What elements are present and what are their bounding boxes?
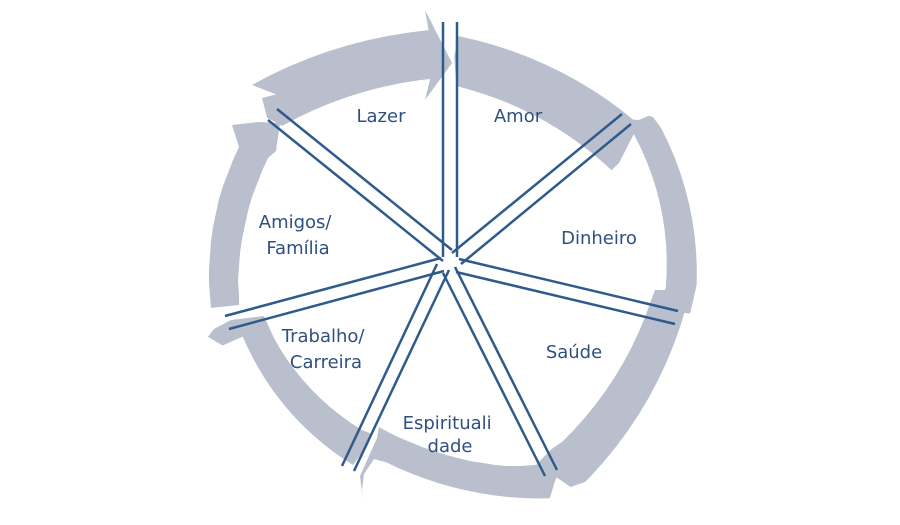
spokes (224, 22, 679, 477)
cycle-arrow (537, 290, 685, 487)
segment-label-espiritualidade: Espirituali dade (403, 413, 498, 457)
segment-label-lazer: Lazer (357, 106, 407, 127)
cycle-arrow (630, 115, 697, 314)
spoke-right (455, 257, 679, 326)
cycle-arrow (207, 316, 372, 465)
spoke-lower-right (441, 266, 559, 477)
cycle-arrow (209, 122, 280, 308)
segment-label-dinheiro: Dinheiro (561, 228, 637, 249)
spoke-upper-left (267, 108, 453, 262)
segment-label-trabalho: Trabalho/ Carreira (281, 326, 370, 373)
segment-label-amor: Amor (494, 106, 543, 127)
spoke-left (224, 256, 445, 331)
cycle-arrow (252, 10, 452, 126)
spoke-top (441, 22, 459, 257)
segment-label-saude: Saúde (546, 342, 602, 363)
segment-labels: Lazer Amor Dinheiro Saúde Espirituali da… (259, 106, 637, 457)
cycle-arrow (454, 35, 645, 171)
cycle-arrows (207, 10, 697, 501)
spoke-lower-left (340, 263, 451, 472)
segment-label-amigos: Amigos/ Família (259, 212, 337, 259)
spoke-upper-right (451, 113, 632, 265)
cycle-arrow (360, 427, 561, 501)
